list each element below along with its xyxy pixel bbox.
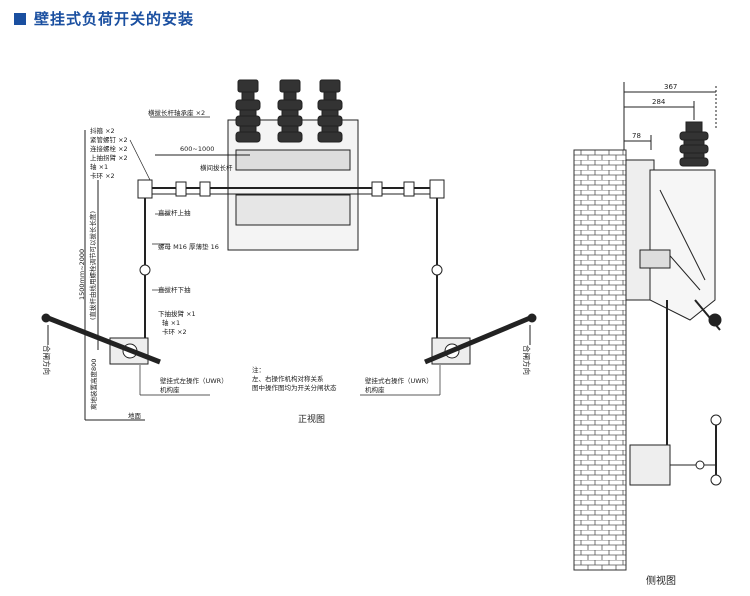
- title-bar: 壁挂式负荷开关的安装: [14, 8, 194, 29]
- side-view: 367 284 78 侧视图: [573, 82, 722, 587]
- label-right-mech-1: 壁挂式右操作（UWR）: [365, 376, 433, 385]
- label-note-1: 注：: [252, 365, 265, 374]
- label-vertical-note: (直拔杆由线用螺栓调节可以拔长长度): [88, 211, 97, 320]
- label-left-part-1: 抖箍 ×2: [90, 126, 115, 135]
- label-ground-height: 离地装置高度800: [89, 359, 98, 410]
- brick-wall: [573, 149, 627, 571]
- label-left-part-4: 上抽拐臂 ×2: [90, 153, 128, 162]
- label-left-mech-1: 壁挂式左操作（UWR）: [160, 376, 228, 385]
- label-lower-part-1: 下抽拔臂 ×1: [158, 309, 196, 318]
- label-nut: 螺母 M16 厚薄垫 16: [158, 242, 219, 251]
- dim-78: 78: [632, 132, 641, 140]
- label-upper-rod: 直拔杆上抽: [158, 208, 191, 217]
- insulator-2: [277, 79, 303, 143]
- label-left-part-3: 连接螺栓 ×2: [90, 144, 128, 153]
- label-horizontal-rod: 横间拔长杆: [200, 163, 233, 172]
- label-span: 600~1000: [180, 145, 214, 153]
- insulator-1: [235, 79, 261, 143]
- dim-367: 367: [664, 83, 677, 91]
- label-lower-part-3: 卡环 ×2: [162, 327, 187, 336]
- side-mount-plate: [625, 159, 655, 301]
- label-right-mech-2: 机构座: [365, 385, 385, 394]
- label-lower-part-2: 轴 ×1: [162, 318, 180, 327]
- label-note-3: 图中操作图均为开关分闸状态: [252, 383, 337, 392]
- side-view-caption: 侧视图: [646, 574, 676, 587]
- left-handle: [47, 315, 161, 365]
- page-title: 壁挂式负荷开关的安装: [34, 10, 195, 28]
- label-ground: 地面: [128, 411, 142, 420]
- label-shaft-bearing: 横拔长杆轴承座 ×2: [148, 108, 205, 117]
- label-lower-rod: 直拔杆下抽: [158, 285, 191, 294]
- label-left-mech-2: 机构座: [160, 385, 180, 394]
- label-left-part-5: 轴 ×1: [90, 162, 108, 171]
- side-mechanism: [629, 444, 671, 486]
- label-vertical-range: 1500mm~2000: [78, 249, 86, 300]
- dim-284: 284: [652, 98, 666, 106]
- label-left-part-6: 卡环 ×2: [90, 171, 115, 180]
- front-view: [41, 79, 537, 421]
- label-left-part-2: 紧管螺钉 ×2: [90, 135, 128, 144]
- insulator-3: [317, 79, 343, 143]
- front-view-caption: 正视图: [298, 413, 325, 425]
- label-close-dir-right: 合闸方向: [522, 345, 532, 375]
- title-square-icon: [14, 12, 26, 25]
- right-handle: [424, 315, 531, 365]
- label-close-dir-left: 合闸方向: [42, 345, 52, 375]
- label-note-2: 左、右操作机构对称关系: [252, 374, 324, 383]
